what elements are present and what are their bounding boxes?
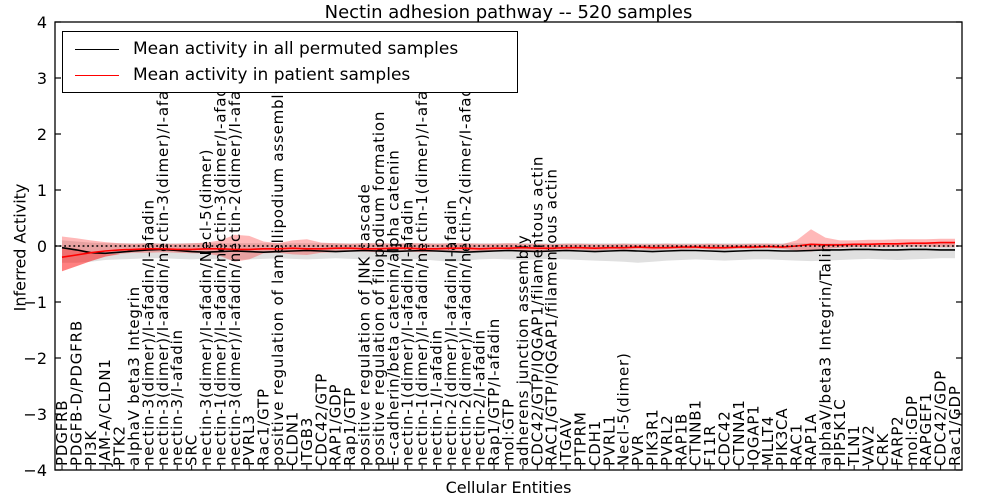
x-tick-label: CLDN1 xyxy=(284,411,302,466)
x-tick-label: VAV2 xyxy=(860,424,878,466)
x-tick-label: ITGAV xyxy=(557,417,575,466)
permuted-line-swatch xyxy=(75,48,119,50)
x-tick-label: E-cadherin/beta catenin/alpha catenin xyxy=(384,149,402,466)
x-tick-label: positive regulation of JNK cascade xyxy=(356,183,374,466)
legend-label: Mean activity in patient samples xyxy=(133,65,411,85)
x-tick-label: RAC1 xyxy=(788,423,806,466)
x-tick-label: Rap1/GTP xyxy=(341,387,359,466)
x-tick-label: ITGB3 xyxy=(298,417,316,466)
x-tick-label: RAP1A xyxy=(802,413,820,466)
x-tick-label: PDGFRB xyxy=(53,400,71,466)
patient-mean-line xyxy=(61,241,955,258)
x-tick-label: positive regulation of lamellipodium ass… xyxy=(269,84,287,466)
x-tick-label: CTNNA1 xyxy=(730,399,748,466)
x-tick-label: alphaV beta3 Integrin xyxy=(125,286,143,466)
x-tick-label: PDGFB-D/PDGFRB xyxy=(67,320,85,466)
x-tick-label: nectin-3(dimer)/I-afadin/Necl-5(dimer) xyxy=(197,149,215,466)
legend-item-patient: Mean activity in patient samples xyxy=(63,63,517,87)
x-tick-label: PTK2 xyxy=(111,425,129,466)
y-axis-label: Inferred Activity xyxy=(10,183,30,312)
x-tick-label: nectin-3/I-afadin xyxy=(168,329,186,466)
x-tick-label: SRC xyxy=(183,434,201,466)
x-tick-label: CRK xyxy=(874,433,892,466)
y-tick-label: −1 xyxy=(23,293,47,312)
x-tick-label: MLLT4 xyxy=(759,416,777,466)
page-title: Nectin adhesion pathway -- 520 samples xyxy=(324,2,693,23)
y-tick-label: −3 xyxy=(23,405,47,424)
x-tick-label: Rac1/GDP xyxy=(946,385,964,466)
x-tick-label: JAM-A/CLDN1 xyxy=(96,358,114,467)
y-tick-label: −2 xyxy=(23,349,47,368)
y-tick-label: 4 xyxy=(37,13,47,32)
x-tick-label: PIK3CA xyxy=(773,408,791,466)
x-tick-label: PTPRM xyxy=(572,411,590,466)
chart-legend: Mean activity in all permuted samples Me… xyxy=(62,31,518,93)
legend-item-permuted: Mean activity in all permuted samples xyxy=(63,37,517,61)
x-tick-label: Rac1/GTP xyxy=(255,388,273,466)
x-tick-label: nectin-2(dimer)/I-afadin/I-afadin xyxy=(442,199,460,466)
x-tick-label: adherens junction assembly xyxy=(514,234,532,466)
x-tick-label: nectin-1(dimer)/I-afadin/nectin-3(dimer/… xyxy=(211,71,229,466)
x-tick-label: nectin-3(dimer)/I-afadin/nectin-2(dimer)… xyxy=(226,64,244,466)
x-tick-label: TLN1 xyxy=(845,425,863,467)
x-tick-label: nectin-1(dimer)/I-afadin/nectin-1(dimer)… xyxy=(413,64,431,466)
x-tick-label: PVR xyxy=(629,434,647,466)
y-tick-label: −4 xyxy=(23,461,47,480)
y-tick-label: 0 xyxy=(37,237,47,256)
x-tick-label: CTNNB1 xyxy=(687,399,705,466)
x-tick-label: IQGAP1 xyxy=(744,404,762,466)
x-tick-label: PVRL3 xyxy=(240,414,258,466)
x-tick-label: nectin-1(dimer)/I-afadin/I-afadin xyxy=(399,199,417,466)
x-tick-label: PIK3R1 xyxy=(644,408,662,466)
x-tick-label: nectin-3(dimer)/I-afadin/nectin-3(dimer)… xyxy=(154,64,172,466)
x-tick-label: nectin-3(dimer)/I-afadin/I-afadin xyxy=(139,199,157,466)
y-tick-label: 2 xyxy=(37,125,47,144)
x-axis-label: Cellular Entities xyxy=(445,478,572,497)
x-tick-label: CDC42 xyxy=(716,410,734,466)
x-tick-label: F11R xyxy=(701,425,719,466)
band-patient xyxy=(62,247,120,272)
y-tick-label: 1 xyxy=(37,181,47,200)
x-tick-label: alphaV/beta3 Integrin/Talin xyxy=(816,242,834,466)
x-tick-label: Rap1/GTP/I-afadin xyxy=(485,318,503,466)
x-tick-label: PIP5K1C xyxy=(831,398,849,466)
x-tick-label: nectin-2/I-afadin xyxy=(471,329,489,466)
x-tick-label: RAP1/GDP xyxy=(327,384,345,466)
x-tick-label: mol:GTP xyxy=(500,398,518,466)
x-tick-label: CDC42/GDP xyxy=(932,370,950,466)
legend-label: Mean activity in all permuted samples xyxy=(133,39,459,59)
x-tick-label: nectin-2(dimer)/I-afadin/nectin-2(dimer/… xyxy=(456,71,474,466)
x-tick-label: mol:GDP xyxy=(903,395,921,466)
x-tick-label: PVRL2 xyxy=(658,414,676,466)
x-tick-label: positive regulation of filopodium format… xyxy=(370,111,388,466)
x-tick-label: CDH1 xyxy=(586,420,604,466)
x-tick-label: CDC42/GTP/IQGAP1/filamentous actin xyxy=(528,156,546,466)
permuted-mean-line xyxy=(61,246,955,255)
x-tick-label: CDC42/GTP xyxy=(312,373,330,466)
patient-line-swatch xyxy=(75,74,119,76)
x-tick-label: Necl-5(dimer) xyxy=(615,352,633,466)
x-tick-label: PVRL1 xyxy=(600,414,618,466)
x-tick-label: FARP2 xyxy=(888,415,906,466)
x-tick-label: RAC1/GTP/IQGAP1/filamentous actin xyxy=(543,168,561,466)
x-tick-label: nectin-1/I-afadin xyxy=(428,329,446,466)
x-tick-label: RAPGEF1 xyxy=(917,392,935,466)
x-tick-label: PI3K xyxy=(82,430,100,466)
x-tick-label: RAP1B xyxy=(672,413,690,466)
y-tick-label: 3 xyxy=(37,69,47,88)
